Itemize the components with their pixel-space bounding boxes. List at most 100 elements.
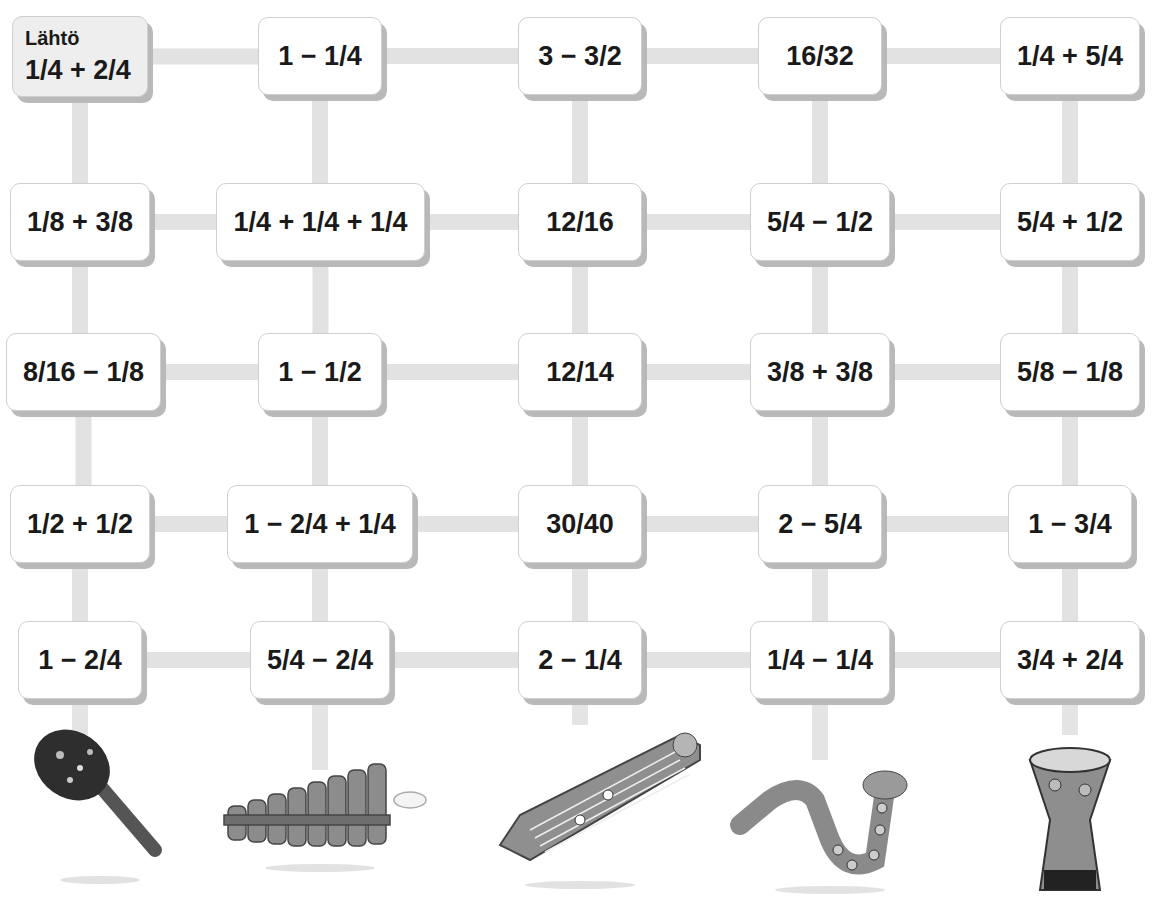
pipe-stem [312, 690, 328, 770]
fraction-box: 5/4 − 1/2 [750, 183, 890, 261]
start-label: Lähtö [25, 26, 79, 50]
sax-key [875, 825, 885, 835]
drum-decor [1049, 779, 1061, 791]
pipe-connector [161, 364, 258, 380]
pipe-connector [72, 97, 88, 183]
pipe-connector [882, 516, 1008, 532]
pipe-connector [425, 214, 518, 230]
fraction-box: 12/14 [518, 333, 642, 411]
sax-key [877, 803, 887, 813]
pipe-connector [572, 261, 588, 333]
fraction-expression: 5/4 − 2/4 [267, 644, 373, 676]
maraca-handle [95, 780, 155, 850]
pipe-connector [413, 516, 518, 532]
pipe-connector [572, 411, 588, 485]
pipe-connector [642, 364, 750, 380]
pipe-stem [812, 690, 828, 760]
fraction-expression: 2 − 5/4 [778, 508, 861, 540]
pipe-connector [1062, 261, 1078, 333]
fraction-box: 1 − 1/4 [258, 17, 382, 95]
sax-body [740, 790, 885, 865]
fraction-expression: 5/8 − 1/8 [1017, 356, 1123, 388]
pipe-connector [1062, 411, 1078, 485]
pipe-connector [890, 652, 1000, 668]
fraction-box: 1 − 2/4 + 1/4 [227, 485, 413, 563]
pipe-connector [72, 261, 88, 333]
fraction-expression: 12/16 [546, 206, 614, 238]
fraction-expression: 1/4 − 1/4 [767, 644, 873, 676]
zither-eye [603, 790, 613, 800]
zither-head [673, 733, 697, 757]
fraction-expression: 1 − 3/4 [1028, 508, 1111, 540]
pipe-connector [148, 49, 258, 65]
pipe-connector [312, 411, 328, 485]
fraction-expression: 1/4 + 5/4 [1017, 40, 1123, 72]
pipe-connector [812, 95, 828, 183]
fraction-box: 16/32 [758, 17, 882, 95]
zither-body [500, 735, 700, 860]
drum-decor [1079, 784, 1091, 796]
maraca-dot [67, 777, 73, 783]
shadow [265, 864, 375, 872]
pipe-connector [150, 516, 227, 532]
pipe-connector [642, 652, 750, 668]
fraction-box: 8/16 − 1/8 [6, 333, 161, 411]
fraction-expression: 5/4 − 1/2 [767, 206, 873, 238]
pipe-connector [812, 261, 828, 333]
pipe-connector [76, 411, 92, 485]
pipe-connector [382, 364, 518, 380]
pipe-connector [812, 563, 828, 621]
fraction-box: 5/4 − 2/4 [250, 621, 390, 699]
flute-tube [348, 770, 366, 846]
fraction-expression: 8/16 − 1/8 [23, 356, 144, 388]
fraction-box: 1 − 2/4 [18, 621, 142, 699]
sax-key [833, 845, 843, 855]
cloud [394, 792, 426, 808]
fraction-box: 1/8 + 3/8 [10, 183, 150, 261]
pipe-connector [890, 364, 1000, 380]
pipe-connector [312, 563, 328, 621]
drum-base [1044, 870, 1096, 890]
zither-strings [530, 752, 690, 852]
pipe-connector [72, 563, 88, 621]
pipe-connector [312, 95, 328, 183]
maraca-dot [56, 751, 64, 759]
sax-bell [863, 771, 907, 799]
fraction-box: 1 − 1/2 [258, 333, 382, 411]
fraction-expression: 1 − 1/2 [278, 356, 361, 388]
fraction-expression: 3/4 + 2/4 [1017, 644, 1123, 676]
pipe-connector [890, 214, 1000, 230]
pipe-connector [382, 48, 518, 64]
fraction-expression: 1/4 + 1/4 + 1/4 [233, 206, 407, 238]
pipe-connector [642, 48, 758, 64]
pipe-connector [1062, 563, 1078, 621]
saxophone-picture [740, 771, 907, 894]
drum-body [1030, 760, 1110, 890]
pan-flute-picture [224, 764, 426, 872]
fraction-box: 3/8 + 3/8 [750, 333, 890, 411]
fraction-box: 5/4 + 1/2 [1000, 183, 1140, 261]
sax-key [847, 860, 857, 870]
fraction-box: 12/16 [518, 183, 642, 261]
fraction-expression: 1 − 2/4 [38, 644, 121, 676]
fraction-expression: 1/8 + 3/8 [27, 206, 133, 238]
fraction-box: 30/40 [518, 485, 642, 563]
fraction-box: 5/8 − 1/8 [1000, 333, 1140, 411]
maraca-dot [87, 749, 93, 755]
fraction-box: 1/4 + 1/4 + 1/4 [216, 183, 425, 261]
fraction-box: 1/2 + 1/2 [10, 485, 150, 563]
fraction-expression: 3/8 + 3/8 [767, 356, 873, 388]
fraction-expression: 30/40 [546, 508, 614, 540]
zither-eye [575, 815, 585, 825]
pipe-connector [572, 563, 588, 621]
fraction-expression: 1 − 2/4 + 1/4 [244, 508, 396, 540]
shadow [775, 886, 885, 894]
pipe-connector [642, 516, 758, 532]
pipe-connector [642, 214, 750, 230]
pipe-connector [150, 214, 216, 230]
maraca-picture [20, 715, 155, 884]
flute-tube [368, 764, 386, 844]
pipe-connector [142, 652, 250, 668]
